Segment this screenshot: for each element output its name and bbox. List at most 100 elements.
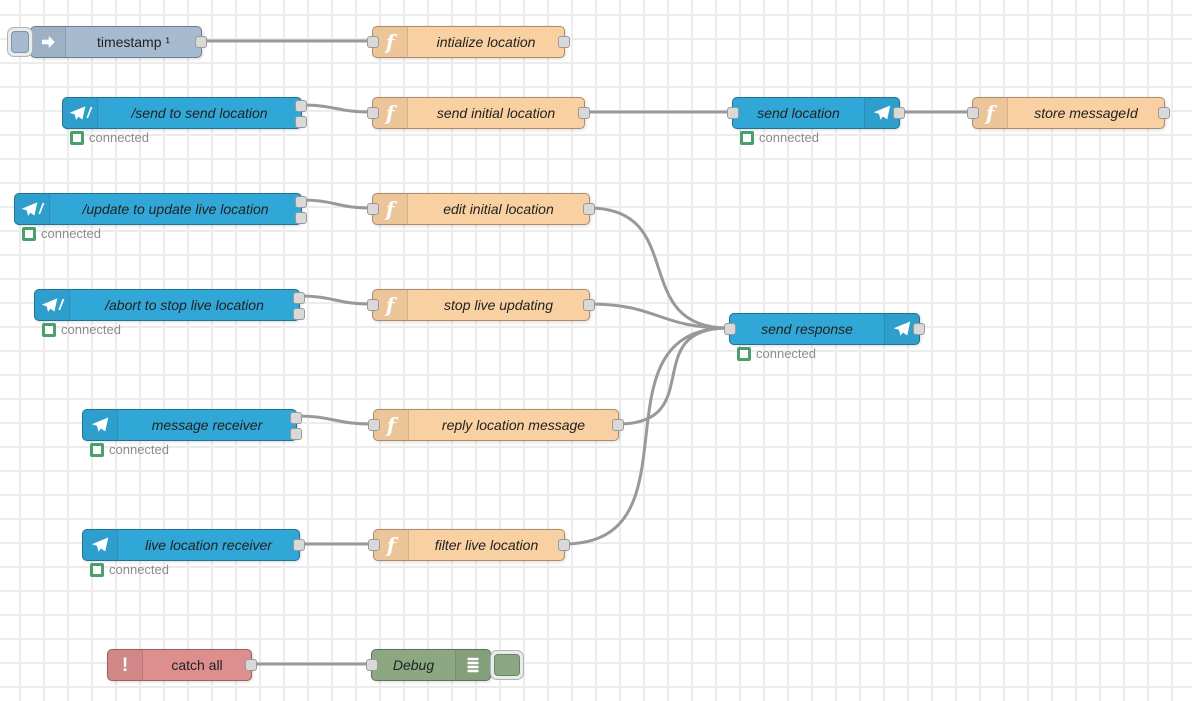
output-port-2[interactable] [295,116,307,128]
wire[interactable] [299,103,373,114]
node-label: reply location message [441,417,586,433]
output-port-1[interactable] [293,292,305,304]
status-text: connected [109,562,169,577]
status-text: connected [41,226,101,241]
output-port[interactable] [612,419,624,431]
output-port[interactable] [1158,107,1170,119]
status-ring-icon [22,226,36,241]
telegram-sender-node-send-location[interactable]: send location [727,97,905,129]
debug-list-icon [455,650,490,680]
node-label: /update to update live location [82,201,269,217]
input-port[interactable] [967,107,979,119]
node-label: send location [757,105,840,121]
output-port[interactable] [578,107,590,119]
function-node-send-initial-location[interactable]: f send initial location [367,97,590,129]
status-ring-icon [740,130,754,145]
status-ring-icon [42,322,56,337]
node-label: live location receiver [145,537,272,553]
input-port[interactable] [367,36,379,48]
output-port-2[interactable] [295,212,307,224]
output-port[interactable] [293,539,305,551]
output-port[interactable] [913,323,925,335]
wire[interactable] [294,414,374,426]
function-node-stop-live-updating[interactable]: f stop live updating [367,289,595,321]
wire[interactable] [616,326,730,426]
input-port[interactable] [366,659,378,671]
catch-node-catch-all[interactable]: ! catch all [107,649,257,681]
output-port[interactable] [558,36,570,48]
output-port[interactable] [893,107,905,119]
node-label: send initial location [436,105,556,121]
telegram-receiver-node-live-location-receiver[interactable]: live location receiver [82,529,305,561]
function-icon: f [374,530,409,560]
wire[interactable] [587,302,730,330]
telegram-receiver-node-message-receiver[interactable]: message receiver [82,409,302,441]
wire[interactable] [299,198,373,210]
function-icon: f [373,98,408,128]
node-status: connected [740,130,819,145]
telegram-command-icon: / [35,290,70,320]
wire[interactable] [587,206,730,330]
status-text: connected [61,322,121,337]
inject-button-inner [11,31,29,53]
output-port[interactable] [195,36,207,48]
input-port[interactable] [367,299,379,311]
node-status: connected [90,562,169,577]
output-port-1[interactable] [295,100,307,112]
input-port[interactable] [368,419,380,431]
telegram-command-node-abort[interactable]: / /abort to stop live location [34,289,305,321]
node-label: stop live updating [444,297,553,313]
function-node-reply-location-message[interactable]: f reply location message [368,409,624,441]
status-text: connected [759,130,819,145]
telegram-sender-node-send-response[interactable]: send response [724,313,925,345]
debug-button-inner [494,654,520,676]
status-text: connected [756,346,816,361]
node-label: edit initial location [443,201,554,217]
wire[interactable] [297,294,373,306]
node-label: timestamp ¹ [96,34,171,50]
telegram-command-node-update[interactable]: / /update to update live location [14,193,307,225]
output-port-2[interactable] [293,308,305,320]
output-port-1[interactable] [295,196,307,208]
status-ring-icon [70,130,84,145]
status-ring-icon [737,346,751,361]
telegram-icon [83,410,118,440]
function-node-store-messageid[interactable]: f store messageId [967,97,1170,129]
status-text: connected [109,442,169,457]
output-port[interactable] [583,299,595,311]
input-port[interactable] [367,203,379,215]
function-node-edit-initial-location[interactable]: f edit initial location [367,193,595,225]
node-label: /send to send location [131,105,268,121]
inject-trigger-button[interactable] [7,27,33,57]
output-port[interactable] [583,203,595,215]
inject-arrow-icon [31,27,66,57]
output-port-1[interactable] [290,412,302,424]
telegram-icon [83,530,118,560]
output-port[interactable] [558,539,570,551]
node-label: store messageId [1034,105,1138,121]
wire[interactable] [562,326,730,546]
input-port[interactable] [367,107,379,119]
input-port[interactable] [368,539,380,551]
input-port[interactable] [727,107,739,119]
debug-toggle-button[interactable] [490,650,524,680]
input-port[interactable] [724,323,736,335]
alert-icon: ! [108,650,143,680]
node-status: connected [22,226,101,241]
inject-node-timestamp[interactable]: timestamp ¹ [7,26,207,58]
function-node-intialize-location[interactable]: f intialize location [367,26,570,58]
function-node-filter-live-location[interactable]: f filter live location [368,529,570,561]
telegram-command-icon: / [15,194,50,224]
node-status: connected [70,130,149,145]
node-label: intialize location [436,34,536,50]
node-status: connected [90,442,169,457]
output-port-2[interactable] [290,428,302,440]
status-ring-icon [90,562,104,577]
status-text: connected [89,130,149,145]
node-label: filter live location [434,537,539,553]
debug-node[interactable]: Debug [366,649,524,681]
output-port[interactable] [245,659,257,671]
telegram-command-node-send[interactable]: / /send to send location [62,97,307,129]
